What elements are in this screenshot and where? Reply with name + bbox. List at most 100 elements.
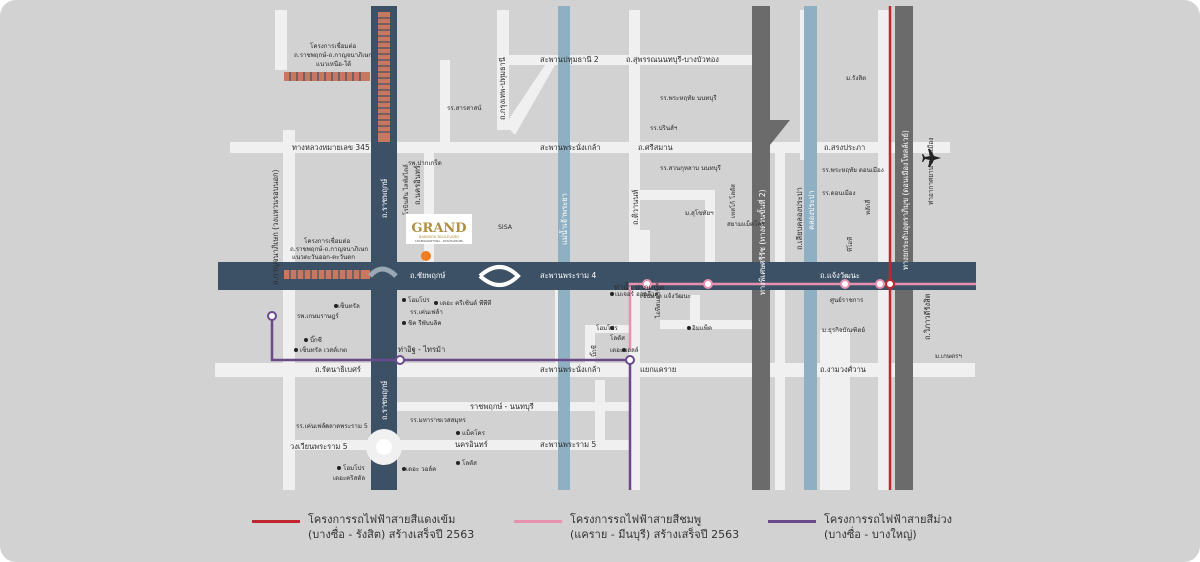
station-purple-3 — [625, 355, 635, 365]
label-nakhon-in: ถ.นครอินทร์ — [413, 165, 422, 205]
road-chaeng-side-b — [705, 190, 715, 265]
poi-hosp-pakkret: รพ.ปากเกร็ด — [408, 158, 442, 167]
poi-big-c: บิ๊กซี — [310, 335, 322, 344]
road-tiwanon-top — [497, 10, 509, 130]
poi-school-b: รร.พระหฤทัย นนทบุรี — [660, 94, 717, 102]
poi-school-sarasas: รร.สารสาสน์ — [447, 104, 482, 112]
poi-kasem-hosp: รพ.เกษมราษฎร์ — [297, 312, 339, 320]
poi-sisa: SISA — [498, 224, 513, 231]
label-song-prapha: ถ.สรงประภา — [824, 143, 865, 152]
road-nonthaburi-bangbuathong — [610, 55, 750, 65]
poi-market-5: ตลาดพระราม 5 — [325, 423, 368, 430]
poi-proj-connect-b2: ถ.ราชพฤกษ์-ถ.กาญจนาภิเษก — [290, 245, 368, 253]
planned-connector-north — [284, 72, 370, 81]
poi-school-g: รร.มหาราชเวสสมุทร — [410, 417, 467, 424]
poi-proj-connect-2: ถ.ราชพฤกษ์-ถ.กาญจนาภิเษก — [294, 51, 372, 59]
roundabout-rama5-inner — [376, 439, 392, 455]
label-khlong-prapa: คลองประปา — [807, 190, 816, 230]
label-chaengwattana: ถ.แจ้งวัฒนะ — [820, 271, 860, 280]
poi-school-c: รร.สวนกุหลาบ นนทบุรี — [660, 164, 722, 172]
road-ratchaphruek-nonthaburi — [395, 402, 635, 411]
label-ngamwongwan: ถ.งามวงศ์วาน — [820, 365, 866, 374]
road-chaeng-side-a — [640, 190, 715, 200]
poi-kasetsart: ม.เกษตรฯ — [935, 353, 962, 360]
poi-govt: ศูนย์ราชการ — [830, 296, 864, 304]
label-ratchaphruek: ถ.ราชพฤกษ์ — [380, 179, 389, 218]
road-east-connector — [820, 330, 850, 490]
poi-lotus3: โลตัส — [462, 459, 477, 467]
label-pak-kret: ท่าน้ำ ปากเกร็ด — [614, 282, 665, 292]
road-nakhon-in-v — [424, 145, 434, 270]
road-tiwanon-diagonal — [505, 65, 555, 135]
label-chao-phraya: แม่น้ำเจ้าพระยา — [559, 193, 569, 245]
label-nonthaburi-bbt: ถ.สุพรรณนนทบุรี-บางบัวทอง — [626, 55, 719, 64]
airplane-icon — [922, 149, 941, 167]
road-ngamwongwan-ext — [740, 363, 975, 377]
station-pink-3 — [840, 279, 850, 289]
label-tiwanon-top: ถ.กรุงเทพ-ปทุมธานี — [498, 57, 507, 120]
expressway-tollway — [895, 6, 913, 490]
poi-central: เซ็นทรัล — [338, 301, 360, 310]
label-sri-saman: ถ.ศรีสมาน — [638, 143, 673, 152]
poi-siam: สยามแม็คโคร — [727, 219, 766, 228]
legend-pink-line1: โครงการรถไฟฟ้าสายสีชมพู — [570, 513, 702, 526]
poi-tot: ทีโอที — [846, 237, 854, 252]
poi-it-square: ไอทีสแควร์ — [654, 288, 662, 319]
poi-dhurakij: ม.ธุรกิจบัณฑิตย์ — [822, 326, 865, 334]
station-purple-1 — [267, 311, 277, 321]
station-pink-1 — [642, 279, 652, 289]
poi-school-f: รร.ดอนเมือง — [822, 189, 856, 197]
legend-red-swatch — [252, 520, 300, 523]
legend-pink-line2: (แคราย - มีนบุรี) สร้างเสร็จปี 2563 — [570, 528, 740, 541]
label-khae-rai: แยกแคราย — [640, 365, 676, 374]
poi-terminal: เดอะ ครีเซ้นต์ พีพีที — [440, 299, 491, 307]
road-sarasas — [440, 60, 450, 145]
poi-central-plaza: เซ็นทรัล แจ้งวัฒนะ — [640, 291, 691, 300]
minor-roads — [215, 10, 975, 490]
planned-connector-west — [284, 270, 370, 279]
poi-central-west: เซ็นทรัล เวสต์เกต — [300, 345, 347, 354]
pink-line — [628, 282, 976, 350]
road-tiwanon-v — [629, 10, 640, 490]
label-tollway-sirat: ทางพิเศษศรีรัช (ทางด่วนขั้นที่ 2) — [757, 189, 767, 295]
expressway-sirat-branch — [770, 120, 790, 145]
poi-makro: แม็คโคร — [462, 428, 486, 437]
label-soi-suan: สะพานปทุมธานี 2 — [540, 55, 599, 64]
poi-big-c2: บิ๊กซี — [589, 345, 598, 357]
poi-homepro2: โฮมโปร — [596, 324, 618, 332]
label-chaeng-rd2: ถ.เลียบคลองประปา — [795, 187, 804, 250]
poi-mbk: ม.สุโขทัยฯ — [685, 209, 714, 217]
interchange-ratchaphruek — [368, 266, 398, 278]
poi-the-walk: เดอะ วอล์ค — [406, 465, 436, 473]
project-subtitle-2: CHAENGWATTANA - RATCHAPRUEK — [415, 239, 464, 243]
label-bridge-5: สะพานพระราม 5 — [540, 440, 596, 449]
label-vibhavadi: ถ.วิภาวดีรังสิต — [923, 293, 932, 340]
legend-purple-line1: โครงการรถไฟฟ้าสายสีม่วง — [824, 513, 952, 526]
label-highway-345: ทางหลวงหมายเลข 345 — [292, 143, 370, 152]
poi-rangsit: ม.รังสิต — [846, 75, 866, 82]
legend-purple-swatch — [768, 520, 816, 523]
label-nonthaburi-bridge: สะพานพระนั่งเกล้า — [540, 142, 601, 152]
road-labels: สะพานปทุมธานี 2 ถ.สุพรรณนนทบุรี-บางบัวทอ… — [271, 55, 935, 451]
label-wong-sawang: วงเวียนพระราม 5 — [290, 442, 348, 451]
hatch-stripes — [289, 17, 390, 279]
ratchaphruek-hatch — [378, 12, 390, 142]
project-name: GRAND — [411, 221, 466, 236]
station-pink-4 — [875, 279, 885, 289]
canal-chao-phraya — [558, 6, 570, 490]
project-logo-box — [406, 214, 472, 244]
poi-home-pro: โฮมโปร — [408, 296, 430, 304]
road-pak-kret-inner — [585, 325, 635, 333]
label-tiwanon: ถ.ติวานนท์ — [631, 190, 640, 225]
road-tiwanon-side-2 — [690, 295, 700, 325]
road-highway-345 — [230, 142, 950, 153]
road-tiwanon-upper — [640, 230, 650, 270]
poi-sri-saman-sch: รร.ปรินส์ฯ — [650, 124, 678, 132]
legend-pink-swatch — [514, 520, 562, 523]
poi-impact: อิมแพ็ค — [692, 323, 712, 332]
project-logo: GRAND BANGKOK BOULEVARD CHAENGWATTANA - … — [406, 214, 472, 261]
station-purple-2 — [395, 355, 405, 365]
